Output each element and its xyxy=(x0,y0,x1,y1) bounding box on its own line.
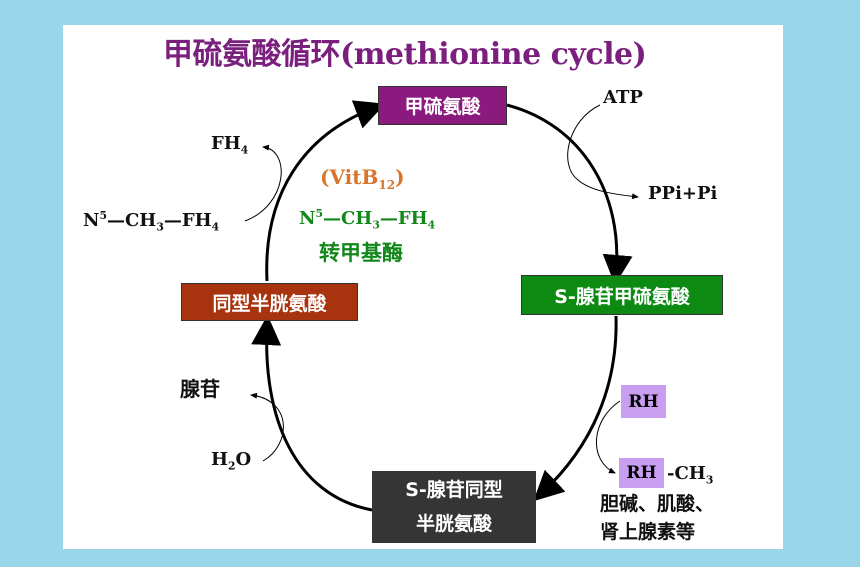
arrow-sah-to-hcy xyxy=(251,315,373,512)
label-atp: ATP xyxy=(603,87,643,108)
cycle-arrows xyxy=(244,100,639,512)
node-s-adenosylmethionine: S-腺苷甲硫氨酸 xyxy=(521,275,723,315)
slide-canvas: 甲硫氨酸循环(methionine cycle) 甲硫氨酸 S-腺苷甲硫氨酸 同… xyxy=(63,25,783,549)
node-s-adenosylhomocysteine: S-腺苷同型 半胱氨酸 xyxy=(372,471,536,543)
arrow-atp-ppi xyxy=(567,104,639,200)
label-h2o: H2O xyxy=(211,449,252,473)
node-methionine: 甲硫氨酸 xyxy=(378,86,507,125)
arrow-n5-fh4 xyxy=(244,144,282,222)
label-products-line-2: 肾上腺素等 xyxy=(600,521,696,543)
node-homocysteine: 同型半胱氨酸 xyxy=(181,283,358,321)
arrow-sam-to-sah xyxy=(533,315,618,502)
page-title: 甲硫氨酸循环(methionine cycle) xyxy=(163,37,647,72)
sah-line-2: 半胱氨酸 xyxy=(415,513,492,535)
label-n5-ch3-fh4-cofactor: N5—CH3—FH4 xyxy=(299,207,436,232)
label-methyltransferase: 转甲基酶 xyxy=(319,241,403,265)
label-ppi-pi: PPi+Pi xyxy=(648,183,718,204)
arrow-rh xyxy=(595,400,621,474)
arrow-met-to-sam xyxy=(506,103,633,285)
rh-box-bottom: RH xyxy=(619,458,664,488)
label-n5-ch3-fh4-left: N5—CH3—FH4 xyxy=(83,209,220,234)
label-adenosine: 腺苷 xyxy=(180,377,220,401)
rh-box-top: RH xyxy=(621,385,666,418)
sah-line-1: S-腺苷同型 xyxy=(405,479,503,501)
label-ch3: -CH3 xyxy=(667,463,714,487)
label-fh4: FH4 xyxy=(211,133,249,157)
label-products-line-1: 胆碱、肌酸、 xyxy=(600,493,715,515)
label-vitamin-b12: (VitB12) xyxy=(320,165,405,192)
arrow-hcy-to-met xyxy=(265,100,386,282)
arrow-h2o-adenosine xyxy=(250,392,284,462)
